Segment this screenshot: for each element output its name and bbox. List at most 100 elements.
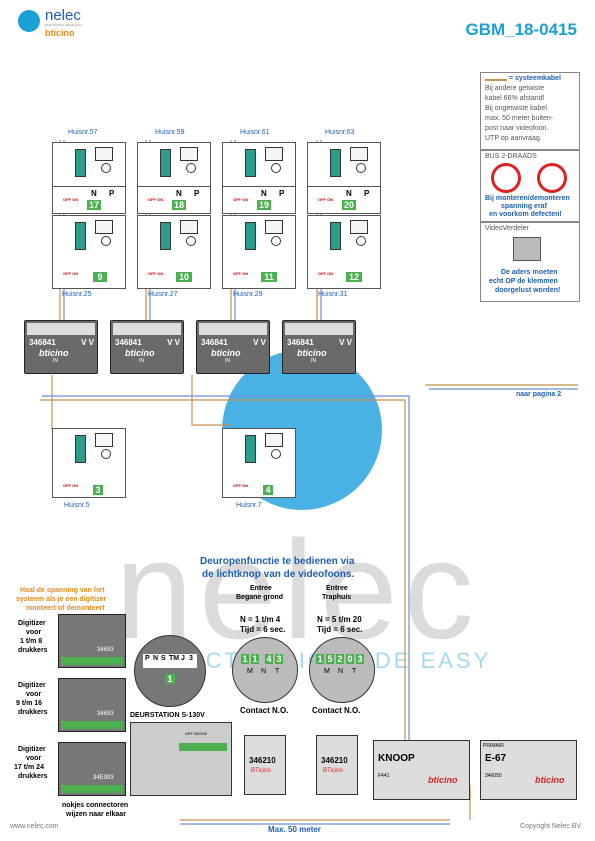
cable-text-line: Bij andere getwiste — [485, 85, 545, 92]
address-panel: N P OFF ON 20 — [307, 186, 381, 214]
digitizer-label: Digitizer — [18, 682, 46, 689]
bus-note: BUS 2-DRAADS Bij monteren/demonteren spa… — [480, 150, 580, 222]
terminal-block — [75, 222, 86, 250]
actuator-brand: BTicino — [251, 768, 271, 774]
offon-label: OFF ON — [233, 197, 249, 202]
offon-label: OFF ON — [148, 271, 164, 276]
distributor-code: 346841 — [115, 338, 142, 347]
left-title-2: Begane grond — [236, 594, 284, 601]
digitizer-label: 17 t/m 24 — [14, 764, 44, 771]
video-distributor: 346841 V V bticino IN — [110, 320, 184, 374]
address-panel: N P OFF ON 17 — [52, 186, 126, 214]
knoop-brand: bticino — [428, 775, 458, 785]
terminal-block — [245, 222, 256, 250]
terminal-block — [160, 149, 171, 177]
nokjes-line: wijzen naar elkaar — [66, 811, 126, 818]
screen-icon — [180, 147, 198, 161]
zoom-circle-left: 1 1 4 3 M N T — [232, 637, 298, 703]
logo-tagline: ELECTRONIC MADE EASY — [45, 23, 83, 27]
contact-right: Contact N.O. — [312, 706, 361, 715]
digitizer-label: voor — [26, 691, 42, 698]
screen-icon — [95, 220, 113, 234]
e67-title: E-67 — [485, 753, 507, 764]
n-value: 12 — [346, 272, 362, 282]
camera-icon — [186, 163, 196, 173]
p-label: P — [194, 189, 200, 198]
cable-text-line: UTP op aanvraag. — [485, 135, 542, 142]
door-station-title: DEURSTATION S-130V — [130, 712, 205, 719]
screen-icon — [95, 147, 113, 161]
n-label: N — [261, 189, 267, 198]
zoom-label: 3 — [189, 655, 193, 662]
e67-brand: bticino — [535, 775, 565, 785]
offon-label: OFF ON — [148, 197, 164, 202]
terminal-block — [75, 435, 86, 463]
doc-code: GBM_18-0415 — [465, 20, 577, 39]
bus-title: BUS 2-DRAADS — [485, 153, 537, 160]
terminal-block — [330, 149, 341, 177]
distributor-in: IN — [311, 358, 316, 364]
camera-icon — [271, 163, 281, 173]
house-label: Huisnr.59 — [155, 129, 185, 136]
digit: 1 — [316, 654, 324, 664]
distributor-in: IN — [53, 358, 58, 364]
video-title: VideoVerdeler — [485, 225, 529, 232]
digitizer-label: voor — [26, 629, 42, 636]
logo-icon — [18, 10, 40, 32]
digitizer-module: 34E993 — [58, 742, 126, 796]
warning-line: systeem als je een digitizer — [16, 596, 107, 603]
digitizer-label: voor — [26, 755, 42, 762]
digitizer-label: drukkers — [18, 709, 48, 716]
camera-icon — [271, 449, 281, 459]
digitizer-code: 34E993 — [93, 775, 114, 781]
e67-unit: PRIMAIR E-67 346050 bticino — [480, 740, 577, 800]
digitizer-code: 34693 — [97, 647, 114, 653]
zoom-value: 1 — [165, 674, 175, 684]
port-strip — [199, 323, 267, 335]
nokjes-line: nokjes connectoren — [62, 802, 129, 809]
digitizer-code: 34693 — [97, 711, 114, 717]
digitizer-label: 9 t/m 16 — [16, 700, 43, 707]
screen-icon — [265, 220, 283, 234]
green-terminals — [61, 657, 123, 665]
distributor-code: 346841 — [29, 338, 56, 347]
port-strip — [27, 323, 95, 335]
port-strip — [113, 323, 181, 335]
dial-label: N — [261, 668, 267, 675]
videophone: OFF ON 4 — [222, 428, 296, 498]
max-distance: Max. 50 meter — [268, 825, 321, 834]
zoom-panel: P N S TM J 3 1 — [134, 635, 206, 707]
knoop-code: F441 — [378, 773, 390, 779]
n-value: 9 — [93, 272, 107, 282]
distributor-in: IN — [139, 358, 144, 364]
video-text-line: doorgelust worden! — [495, 287, 561, 294]
contact-left: Contact N.O. — [240, 706, 289, 715]
dial-label: M — [324, 668, 330, 675]
screen-icon — [265, 147, 283, 161]
p-label: P — [109, 189, 115, 198]
terminal-block — [245, 149, 256, 177]
distributor-vv: V V — [339, 338, 352, 347]
right-title-1: Entree — [326, 585, 348, 592]
right-title-2: Traphuis — [322, 594, 352, 601]
house-label: Huisnr.7 — [236, 502, 262, 509]
right-params-2: Tijd = 6 sec. — [317, 625, 363, 634]
offon-label: OFF ON — [63, 197, 79, 202]
zoom-label: N — [153, 655, 159, 662]
digit: 2 — [336, 654, 344, 664]
video-text-line: De aders moeten — [501, 269, 558, 276]
zoom-label: J — [181, 655, 185, 662]
digitizer-module: 34693 — [58, 614, 126, 668]
offon-label: OFF ON — [63, 483, 79, 488]
offon-label: OFF ON — [318, 197, 334, 202]
n-value: 10 — [176, 272, 192, 282]
page-ref: naar pagina 2 — [516, 391, 562, 398]
video-note: VideoVerdeler De aders moeten echt OP de… — [480, 222, 580, 302]
dial-label: T — [275, 668, 280, 675]
cable-legend-line — [485, 79, 507, 81]
e67-primair: PRIMAIR — [483, 743, 504, 749]
screen-icon — [350, 147, 368, 161]
house-label: Huisnr.57 — [68, 129, 98, 136]
door-station-terminals — [179, 743, 227, 751]
zoom-label: TM — [169, 655, 180, 662]
